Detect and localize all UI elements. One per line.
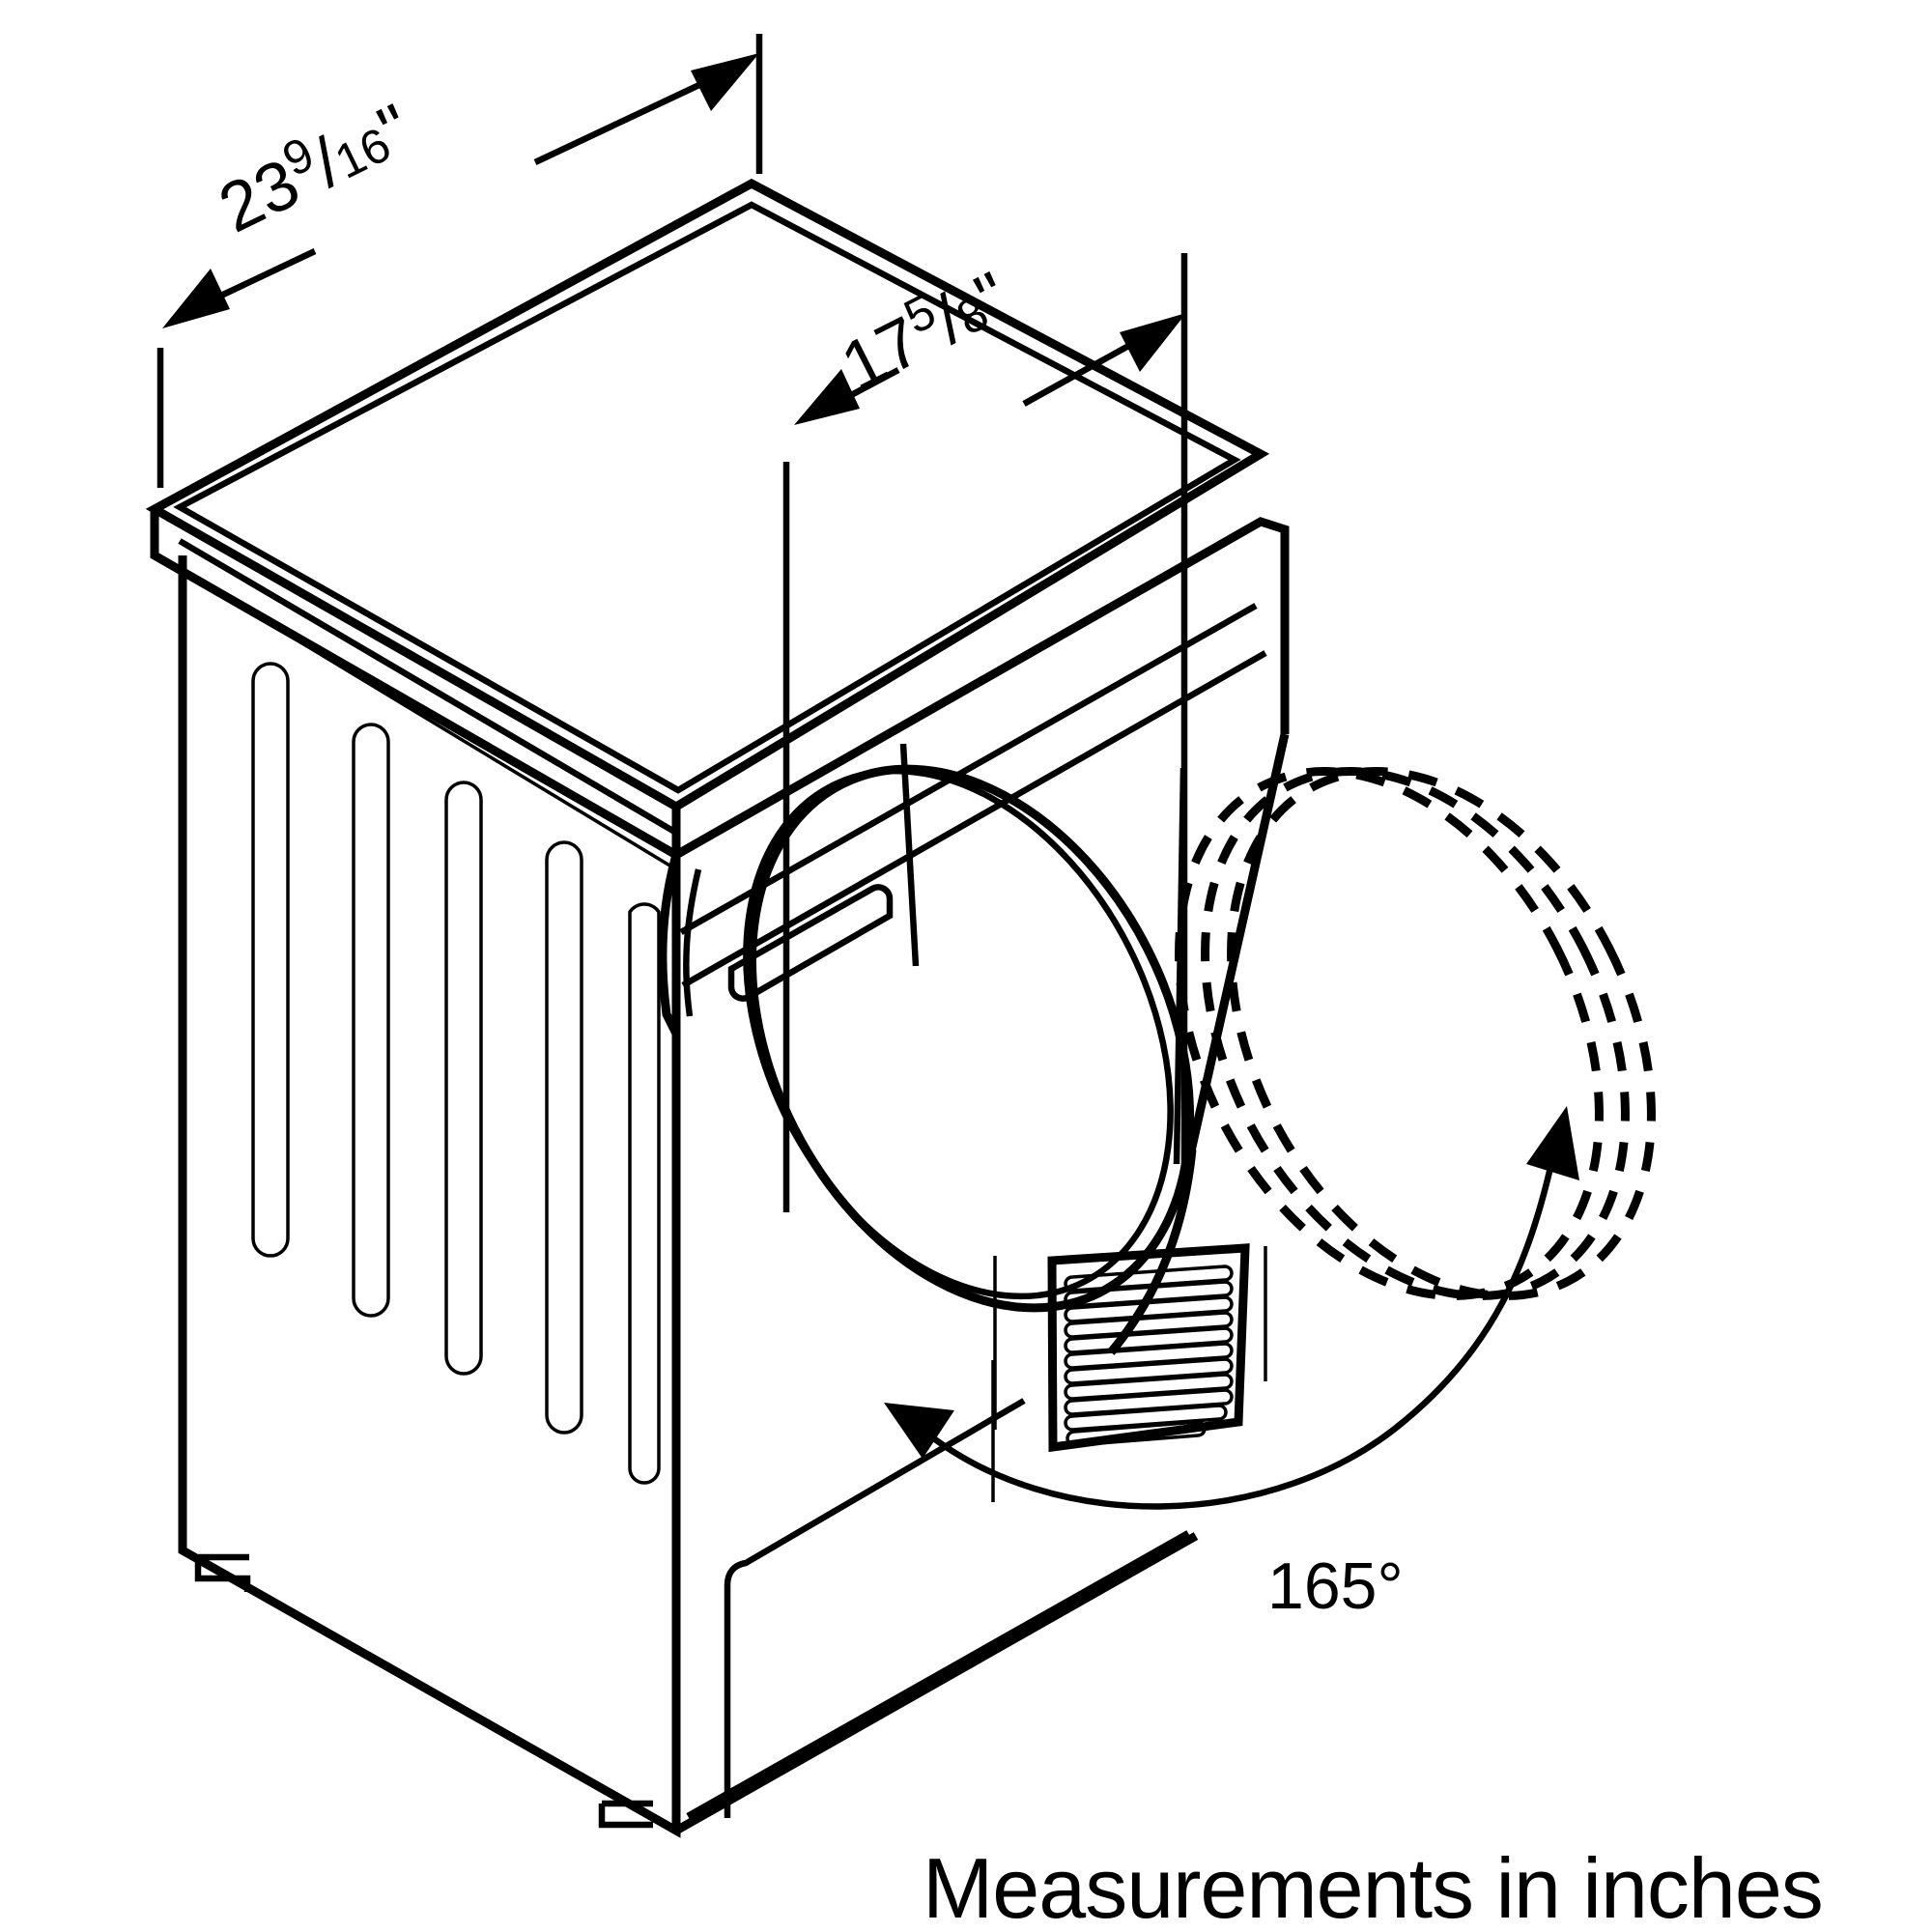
vent-slat (1064, 1404, 1228, 1432)
top-lid-inner (173, 201, 1241, 794)
front-left-corner-inner (683, 868, 702, 1017)
side-panel-ribs (251, 662, 661, 1485)
vent-slat (1065, 1420, 1207, 1447)
vent-grille-slats (1064, 1264, 1234, 1447)
vent-slat (1064, 1264, 1234, 1293)
vent-slat (1064, 1342, 1234, 1370)
front-bezel-band (673, 517, 1290, 859)
angle-arrowhead-right (1526, 1106, 1579, 1180)
left-side-panel (178, 555, 681, 1838)
cabinet-bottom-thickness (686, 1530, 1190, 1819)
lower-front-drawer (724, 1398, 1026, 1818)
vent-slat (1064, 1311, 1234, 1339)
appliance-body (145, 178, 1290, 1838)
foot-front-left (598, 1804, 653, 1829)
vent-grille-frame (1047, 1243, 1250, 1453)
depth-arrowhead-left (162, 269, 230, 328)
door-open-outline-3 (1227, 767, 1656, 1300)
vent-slat (1064, 1373, 1234, 1401)
foot-rear-left (194, 1557, 251, 1592)
width-arrowhead-left (794, 369, 860, 425)
side-rib-3 (444, 781, 483, 1376)
angle-arc (920, 1158, 1556, 1510)
door-open-dashed (1175, 767, 1656, 1300)
vent-slat (1064, 1326, 1234, 1354)
control-panel-divider (899, 743, 920, 967)
vent-slat (1064, 1357, 1234, 1385)
lid-front-thickness (178, 538, 678, 836)
depth-arrow-shaft-left (205, 248, 317, 305)
vent-slat (1064, 1280, 1234, 1308)
angle-label: 165° (1267, 1549, 1404, 1623)
bezel-left-corner (658, 853, 681, 1037)
depth-dimension-label: 239/16" (205, 84, 423, 248)
control-strip-lower (681, 650, 1267, 988)
measurement-units-note: Measurements in inches (923, 1840, 1823, 1932)
angle-door-swing: 165° (884, 1106, 1579, 1623)
side-rib-5 (628, 902, 661, 1485)
angle-arrowhead-left (884, 1403, 954, 1459)
side-rib-4 (545, 840, 583, 1435)
dimension-depth: 239/16" (156, 34, 763, 488)
top-lid-outer (145, 178, 1270, 812)
depth-arrowhead-right (691, 53, 759, 111)
left-side-top-edge (182, 569, 677, 871)
vent-slat (1064, 1388, 1234, 1416)
cabinet-bottom-front-edge (673, 1532, 1199, 1834)
side-rib-2 (352, 723, 390, 1318)
door-open-outline-2 (1201, 767, 1630, 1300)
depth-arrow-shaft-right (533, 72, 722, 165)
control-strip-upper (679, 603, 1258, 935)
cabinet-right-silhouette (1107, 1149, 1197, 1355)
vent-slat (1064, 1295, 1234, 1323)
display-window (727, 884, 894, 1002)
width-arrowhead-right (1120, 313, 1186, 372)
side-rib-1 (251, 662, 290, 1258)
